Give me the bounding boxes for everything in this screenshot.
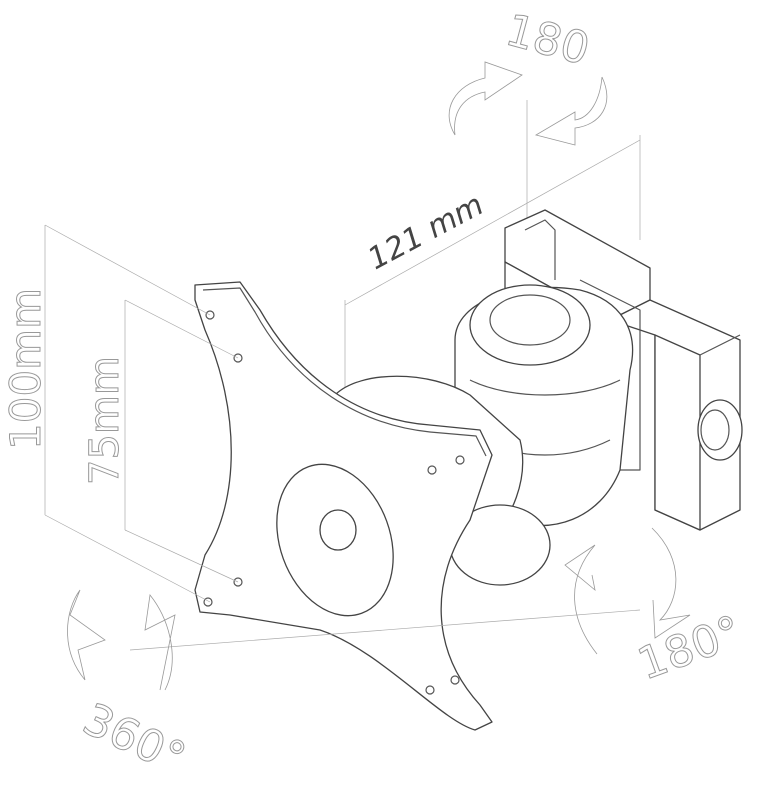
plate-rotation-arrows-icon	[67, 589, 176, 691]
rotation-side-label: 180°	[631, 606, 748, 690]
rotation-plate-label: 360°	[75, 694, 193, 785]
vesa-dimension-lines	[44, 224, 641, 651]
vesa-plate	[194, 281, 493, 731]
adjustment-knob-icon	[697, 399, 743, 461]
top-rotation-arrows-icon	[448, 61, 608, 146]
mounting-hole-icon	[203, 310, 465, 695]
vesa-outer-label: 100mm	[1, 288, 50, 450]
side-rotation-arrows-icon	[564, 527, 691, 655]
rotation-top-label: 180	[500, 5, 594, 76]
width-dimension-label: 121 mm	[362, 187, 489, 277]
vesa-inner-label: 75mm	[82, 356, 128, 485]
